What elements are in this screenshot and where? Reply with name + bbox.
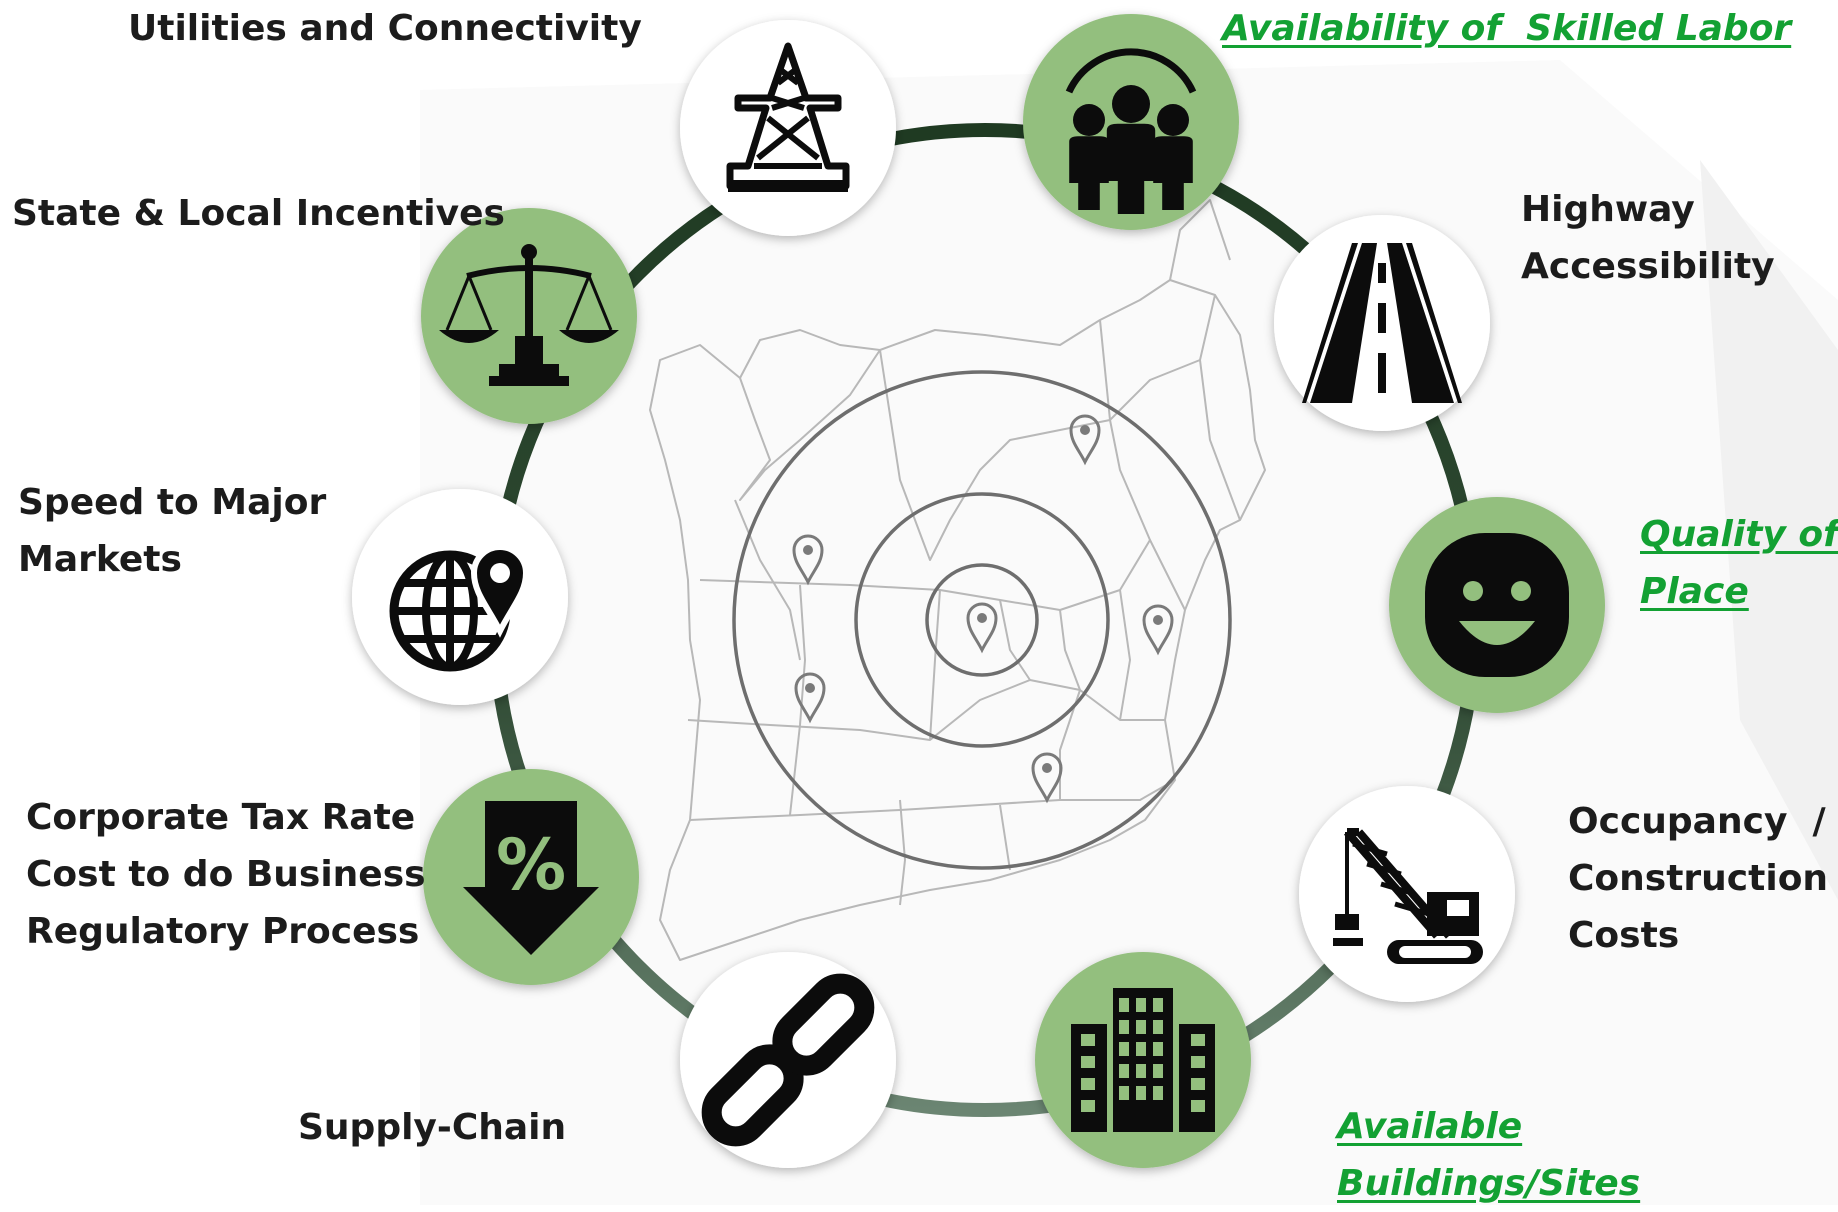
middle-target-ring (854, 492, 1110, 748)
label-speed-markets: Speed to Major Markets (18, 474, 326, 588)
team-icon (1065, 48, 1197, 214)
label-utilities-line: Utilities and Connectivity (128, 8, 642, 49)
label-highway: Highway Accessibility (1521, 181, 1775, 295)
inner-target-ring (925, 563, 1039, 677)
svg-text:%: % (496, 824, 566, 906)
location-pin-icon (1031, 752, 1063, 804)
node-quality-place (1389, 497, 1605, 713)
label-speed-markets-line-2: Markets (18, 539, 182, 580)
location-pin-icon (966, 602, 998, 654)
node-speed-markets (352, 489, 568, 705)
location-pin-icon (792, 534, 824, 586)
smiley-icon (1425, 533, 1569, 677)
label-buildings-link[interactable]: Available Buildings/Sites (1337, 1098, 1640, 1212)
buildings-icon (1071, 988, 1215, 1132)
label-tax-line-3: Regulatory Process (26, 911, 420, 952)
location-pin-icon (1069, 414, 1101, 466)
label-skilled-labor-link[interactable]: Availability of Skilled Labor (1222, 0, 1791, 57)
location-pin-icon (794, 672, 826, 724)
label-supply-chain-line: Supply-Chain (298, 1107, 567, 1148)
label-tax-line-1: Corporate Tax Rate (26, 797, 416, 838)
label-quality-place-link[interactable]: Quality of Place (1640, 506, 1838, 620)
node-occupancy (1299, 786, 1515, 1002)
label-occupancy-line-3: Costs (1568, 915, 1680, 956)
label-supply-chain: Supply-Chain (298, 1099, 566, 1156)
label-utilities: Utilities and Connectivity (128, 0, 642, 57)
label-occupancy-line-2: Construction (1568, 858, 1829, 899)
location-pin-icon (1142, 604, 1174, 656)
location-pins (792, 414, 1174, 804)
factor-nodes: % (352, 14, 1605, 1168)
label-quality-place-line-1: Quality of (1640, 514, 1838, 555)
us-map-outline (649, 199, 1266, 961)
power-tower-icon (726, 42, 850, 192)
node-tax: % (423, 769, 639, 985)
node-speed-markets-circle (352, 489, 568, 705)
label-tax: Corporate Tax Rate Cost to do Business R… (26, 789, 426, 960)
label-skilled-labor-line: Availability of Skilled Labor (1222, 8, 1792, 49)
label-quality-place-line-2: Place (1640, 571, 1749, 612)
node-skilled-labor (1023, 14, 1239, 230)
chain-link-icon (701, 973, 875, 1147)
label-speed-markets-line-1: Speed to Major (18, 482, 327, 523)
label-occupancy: Occupancy / Construction Costs (1568, 793, 1828, 964)
label-occupancy-line-1: Occupancy / (1568, 801, 1826, 842)
highway-icon (1302, 243, 1462, 403)
label-tax-line-2: Cost to do Business (26, 854, 426, 895)
node-utilities (680, 20, 896, 236)
node-buildings (1035, 952, 1251, 1168)
label-buildings-line-1: Available (1337, 1106, 1523, 1147)
node-supply-chain (680, 952, 896, 1168)
globe-pin-icon (389, 544, 530, 672)
node-incentives (421, 208, 637, 424)
label-incentives: State & Local Incentives (12, 185, 505, 242)
target-rings (732, 370, 1232, 870)
node-highway (1274, 215, 1490, 431)
label-buildings-line-2: Buildings/Sites (1337, 1163, 1641, 1204)
crane-icon (1333, 828, 1483, 964)
label-highway-line-1: Highway (1521, 189, 1695, 230)
percent-down-icon: % (463, 801, 599, 955)
label-incentives-line: State & Local Incentives (12, 193, 505, 234)
label-highway-line-2: Accessibility (1521, 246, 1775, 287)
outer-target-ring (732, 370, 1232, 870)
scales-icon (439, 244, 619, 386)
